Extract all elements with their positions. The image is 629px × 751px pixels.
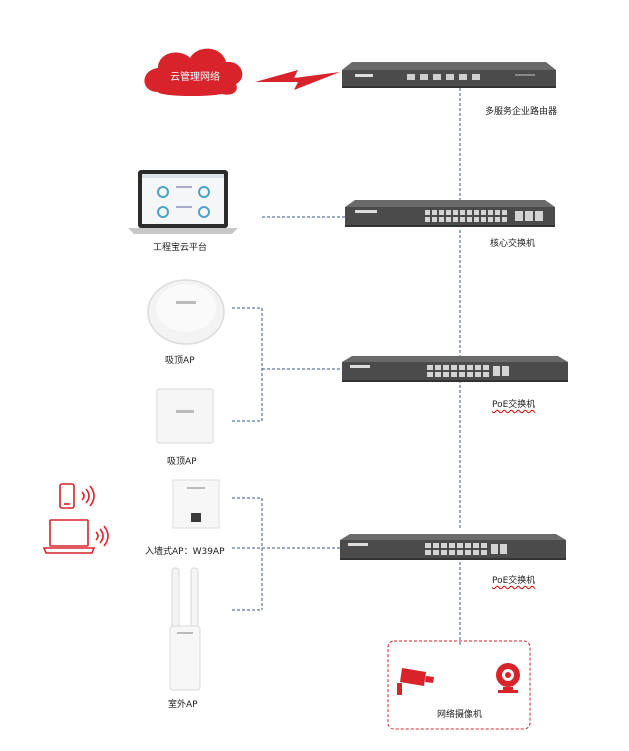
- camera-group-label: 网络摄像机: [437, 710, 483, 720]
- cloud-label: 云管理网络: [170, 72, 220, 83]
- laptop-label: 工程宝云平台: [153, 243, 208, 253]
- poe-switch-1-label: PoE交换机: [492, 400, 536, 410]
- outdoor-ap-icon: [169, 567, 201, 691]
- poe-switch-2-label: PoE交换机: [492, 576, 536, 586]
- client-laptop-icon: [42, 519, 96, 554]
- router-device: [342, 62, 556, 88]
- core-switch-device: [345, 200, 555, 227]
- ceiling-ap-square-icon: [156, 388, 214, 444]
- poe-switch-2-device: [340, 534, 566, 560]
- dome-camera-icon: [496, 663, 520, 693]
- wall-ap-icon: [172, 479, 220, 529]
- bullet-camera-icon: [397, 668, 434, 695]
- wifi-signal-icon: [95, 525, 109, 547]
- ap-wall-label: 入墙式AP：W39AP: [145, 547, 225, 557]
- lightning-icon: [255, 70, 340, 90]
- connection-lines: [232, 88, 461, 645]
- ap-round-label: 吸顶AP: [165, 356, 195, 366]
- ceiling-ap-round-icon: [147, 279, 225, 345]
- ap-outdoor-label: 室外AP: [168, 700, 198, 710]
- poe-switch-1-device: [342, 356, 568, 382]
- core-switch-label: 核心交换机: [490, 239, 536, 249]
- cloud-icon: [144, 48, 243, 96]
- ap-square-label: 吸顶AP: [167, 457, 197, 467]
- wifi-signal-icon: [81, 485, 95, 507]
- phone-icon: [59, 483, 75, 509]
- laptop-icon: [128, 170, 238, 234]
- camera-group-box: [387, 640, 531, 730]
- router-label: 多服务企业路由器: [485, 107, 558, 117]
